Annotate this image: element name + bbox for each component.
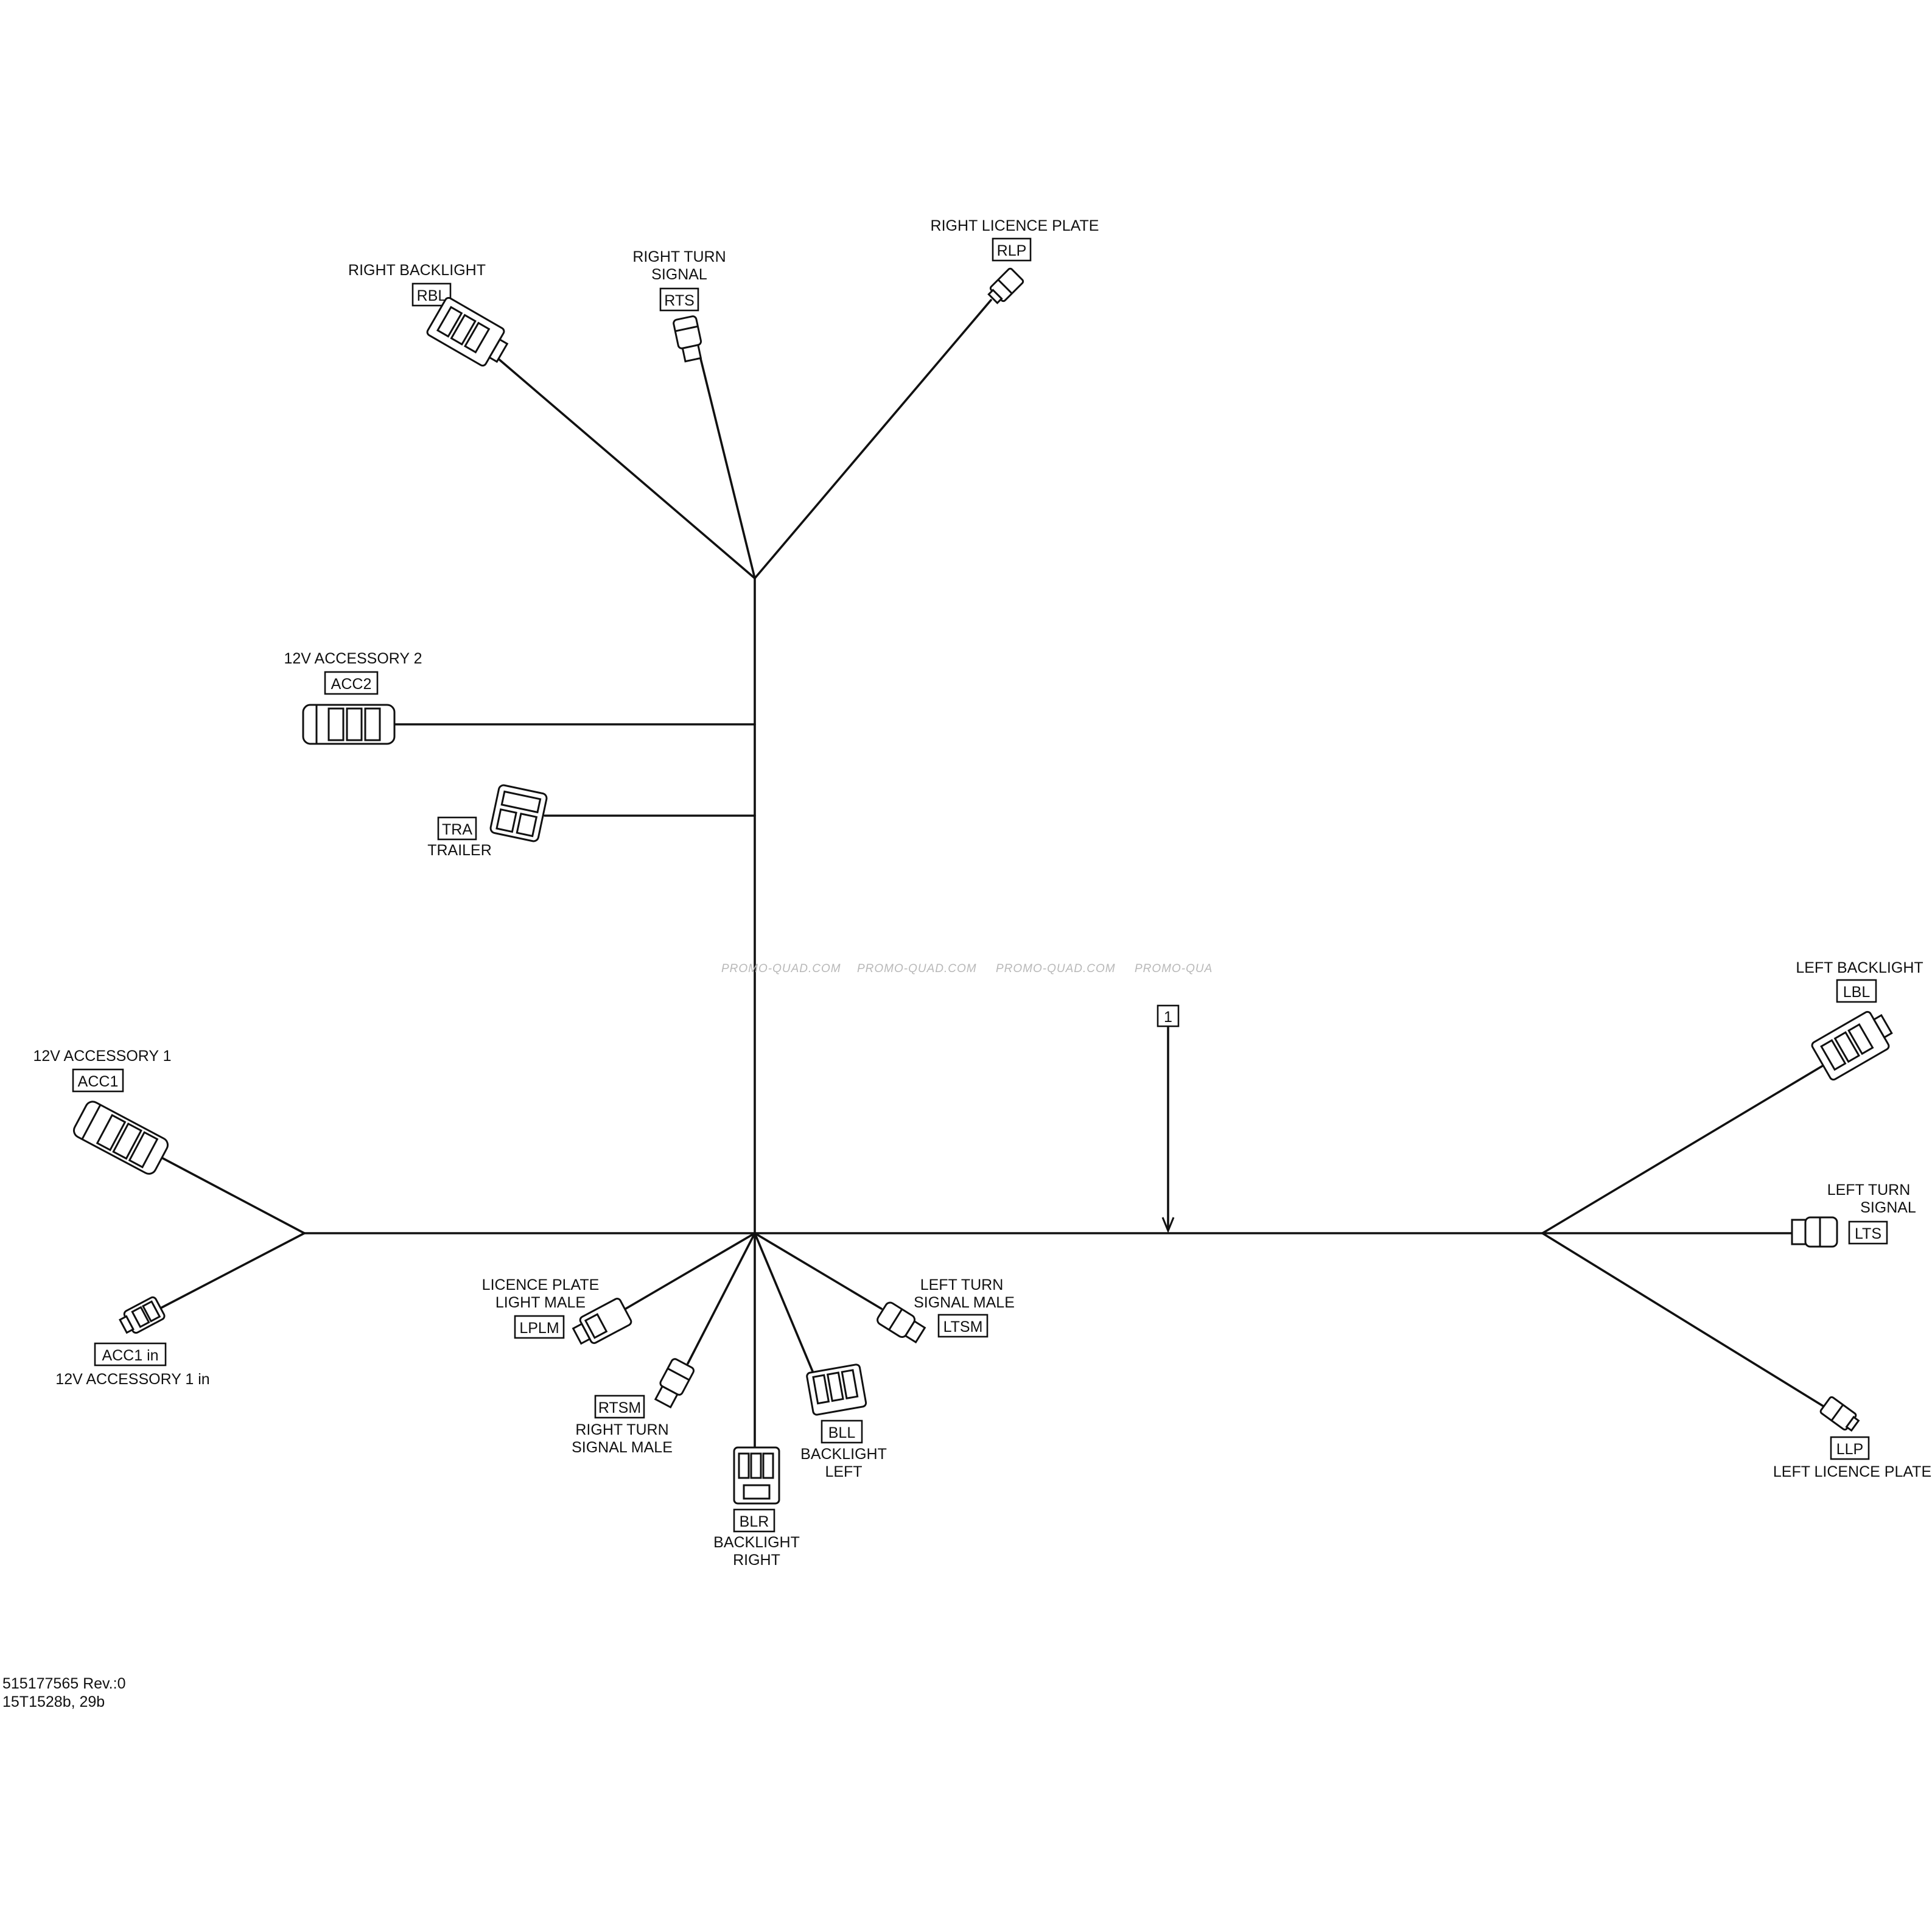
- connector-llp: LLP LEFT LICENCE PLATE: [1773, 1396, 1931, 1480]
- label-acc1-name: 12V ACCESSORY 1: [33, 1048, 172, 1065]
- tag-rts: RTS: [664, 292, 695, 309]
- label-lbl-name: LEFT BACKLIGHT: [1796, 959, 1923, 976]
- label-lplm-name-1: LICENCE PLATE: [482, 1276, 600, 1293]
- tag-bll: BLL: [828, 1424, 856, 1441]
- label-lplm-name-2: LIGHT MALE: [495, 1294, 586, 1311]
- connector-lts: LEFT TURN SIGNAL LTS: [1791, 1181, 1916, 1248]
- label-rtsm-name-2: SIGNAL MALE: [572, 1439, 673, 1456]
- connector-rlp: RIGHT LICENCE PLATE RLP: [931, 217, 1099, 304]
- connector-acc1: 12V ACCESSORY 1 ACC1: [33, 1048, 172, 1175]
- tag-acc1in: ACC1 in: [102, 1347, 158, 1364]
- connector-icon-lplm: [572, 1298, 632, 1345]
- tag-ltsm: LTSM: [943, 1318, 983, 1335]
- connector-icon-ltsm: [877, 1301, 926, 1344]
- connector-icon-acc1: [72, 1101, 169, 1175]
- label-blr-name-1: BACKLIGHT: [713, 1534, 800, 1551]
- label-lts-name-1: LEFT TURN: [1827, 1181, 1911, 1199]
- label-bll-name-1: BACKLIGHT: [800, 1446, 887, 1463]
- label-rbl-name: RIGHT BACKLIGHT: [348, 262, 486, 279]
- connector-icon-rlp: [987, 267, 1024, 304]
- wire-ltsm: [754, 1232, 883, 1310]
- svg-text:PROMO-QUAD.COM: PROMO-QUAD.COM: [996, 962, 1116, 975]
- watermark: PROMO-QUAD.COM PROMO-QUAD.COM PROMO-QUAD…: [721, 962, 1213, 975]
- label-rts-name-2: SIGNAL: [651, 266, 707, 283]
- callout-number: 1: [1164, 1009, 1172, 1026]
- wire-rlp: [754, 299, 992, 579]
- svg-text:PROMO-QUAD.COM: PROMO-QUAD.COM: [857, 962, 977, 975]
- connector-icon-acc2: [302, 704, 396, 745]
- tag-acc2: ACC2: [331, 676, 372, 693]
- connector-icon-rts: [673, 315, 702, 363]
- label-acc1in-name: 12V ACCESSORY 1 in: [55, 1371, 209, 1388]
- tag-acc1: ACC1: [78, 1073, 119, 1090]
- label-llp-name: LEFT LICENCE PLATE: [1773, 1463, 1931, 1480]
- connector-icon-lts: [1791, 1216, 1838, 1248]
- connector-icon-bll: [806, 1363, 867, 1416]
- connector-icon-acc1in: [119, 1296, 166, 1334]
- tag-lts: LTS: [1855, 1225, 1881, 1242]
- connector-rtsm: RTSM RIGHT TURN SIGNAL MALE: [572, 1358, 695, 1456]
- connector-icon-llp: [1819, 1396, 1860, 1432]
- connector-icon-tra: [489, 784, 548, 842]
- wire-bll: [754, 1232, 817, 1380]
- drawing-footer: 515177565 Rev.:0 15T1528b, 29b: [2, 1675, 125, 1710]
- tag-lplm: LPLM: [519, 1320, 559, 1337]
- wire-rbl: [483, 346, 756, 579]
- connector-lplm: LICENCE PLATE LIGHT MALE LPLM: [482, 1276, 632, 1345]
- label-ltsm-name-1: LEFT TURN: [920, 1276, 1004, 1293]
- tag-rtsm: RTSM: [598, 1399, 641, 1416]
- tag-rlp: RLP: [997, 242, 1027, 259]
- tag-lbl: LBL: [1843, 984, 1871, 1001]
- wire-rts: [699, 355, 756, 579]
- connector-acc2: 12V ACCESSORY 2 ACC2: [284, 650, 422, 745]
- connector-icon-blr: [733, 1446, 780, 1505]
- callout-1: 1: [1157, 1004, 1180, 1233]
- svg-text:PROMO-QUA: PROMO-QUA: [1135, 962, 1213, 975]
- wire-llp: [1541, 1232, 1830, 1411]
- label-blr-name-2: RIGHT: [733, 1552, 780, 1569]
- tag-blr: BLR: [740, 1513, 769, 1530]
- harness-wires: [158, 299, 1830, 1450]
- label-acc2-name: 12V ACCESSORY 2: [284, 650, 422, 667]
- connector-ltsm: LEFT TURN SIGNAL MALE LTSM: [877, 1276, 1015, 1344]
- label-lts-name-2: SIGNAL: [1860, 1199, 1916, 1216]
- svg-text:PROMO-QUAD.COM: PROMO-QUAD.COM: [721, 962, 841, 975]
- label-rtsm-name-1: RIGHT TURN: [575, 1421, 668, 1438]
- connector-icon-lbl: [1811, 1010, 1893, 1081]
- connector-icon-rtsm: [654, 1358, 695, 1409]
- connector-lbl: LEFT BACKLIGHT LBL: [1796, 959, 1923, 1081]
- wire-lbl: [1541, 1064, 1825, 1234]
- wire-acc1: [158, 1155, 306, 1234]
- connector-bll: BLL BACKLIGHT LEFT: [800, 1363, 887, 1480]
- wire-rtsm: [687, 1232, 756, 1365]
- label-bll-name-2: LEFT: [825, 1463, 862, 1480]
- drawing-reference: 15T1528b, 29b: [2, 1693, 105, 1710]
- label-ltsm-name-2: SIGNAL MALE: [914, 1294, 1015, 1311]
- label-tra-name: TRAILER: [427, 842, 492, 859]
- connector-rts: RIGHT TURN SIGNAL RTS: [632, 248, 726, 363]
- wire-acc1in: [158, 1232, 306, 1310]
- tag-tra: TRA: [442, 821, 472, 838]
- label-rlp-name: RIGHT LICENCE PLATE: [931, 217, 1099, 234]
- connector-tra: TRA TRAILER: [427, 784, 548, 859]
- part-number: 515177565 Rev.:0: [2, 1675, 125, 1692]
- connector-icon-rbl: [426, 296, 509, 367]
- connector-blr: BLR BACKLIGHT RIGHT: [713, 1446, 800, 1569]
- connector-rbl: RIGHT BACKLIGHT RBL: [348, 262, 509, 367]
- tag-rbl: RBL: [417, 287, 447, 304]
- connector-acc1in: ACC1 in 12V ACCESSORY 1 in: [55, 1296, 210, 1388]
- wire-lplm: [625, 1232, 756, 1310]
- label-rts-name-1: RIGHT TURN: [632, 248, 726, 265]
- tag-llp: LLP: [1836, 1441, 1863, 1458]
